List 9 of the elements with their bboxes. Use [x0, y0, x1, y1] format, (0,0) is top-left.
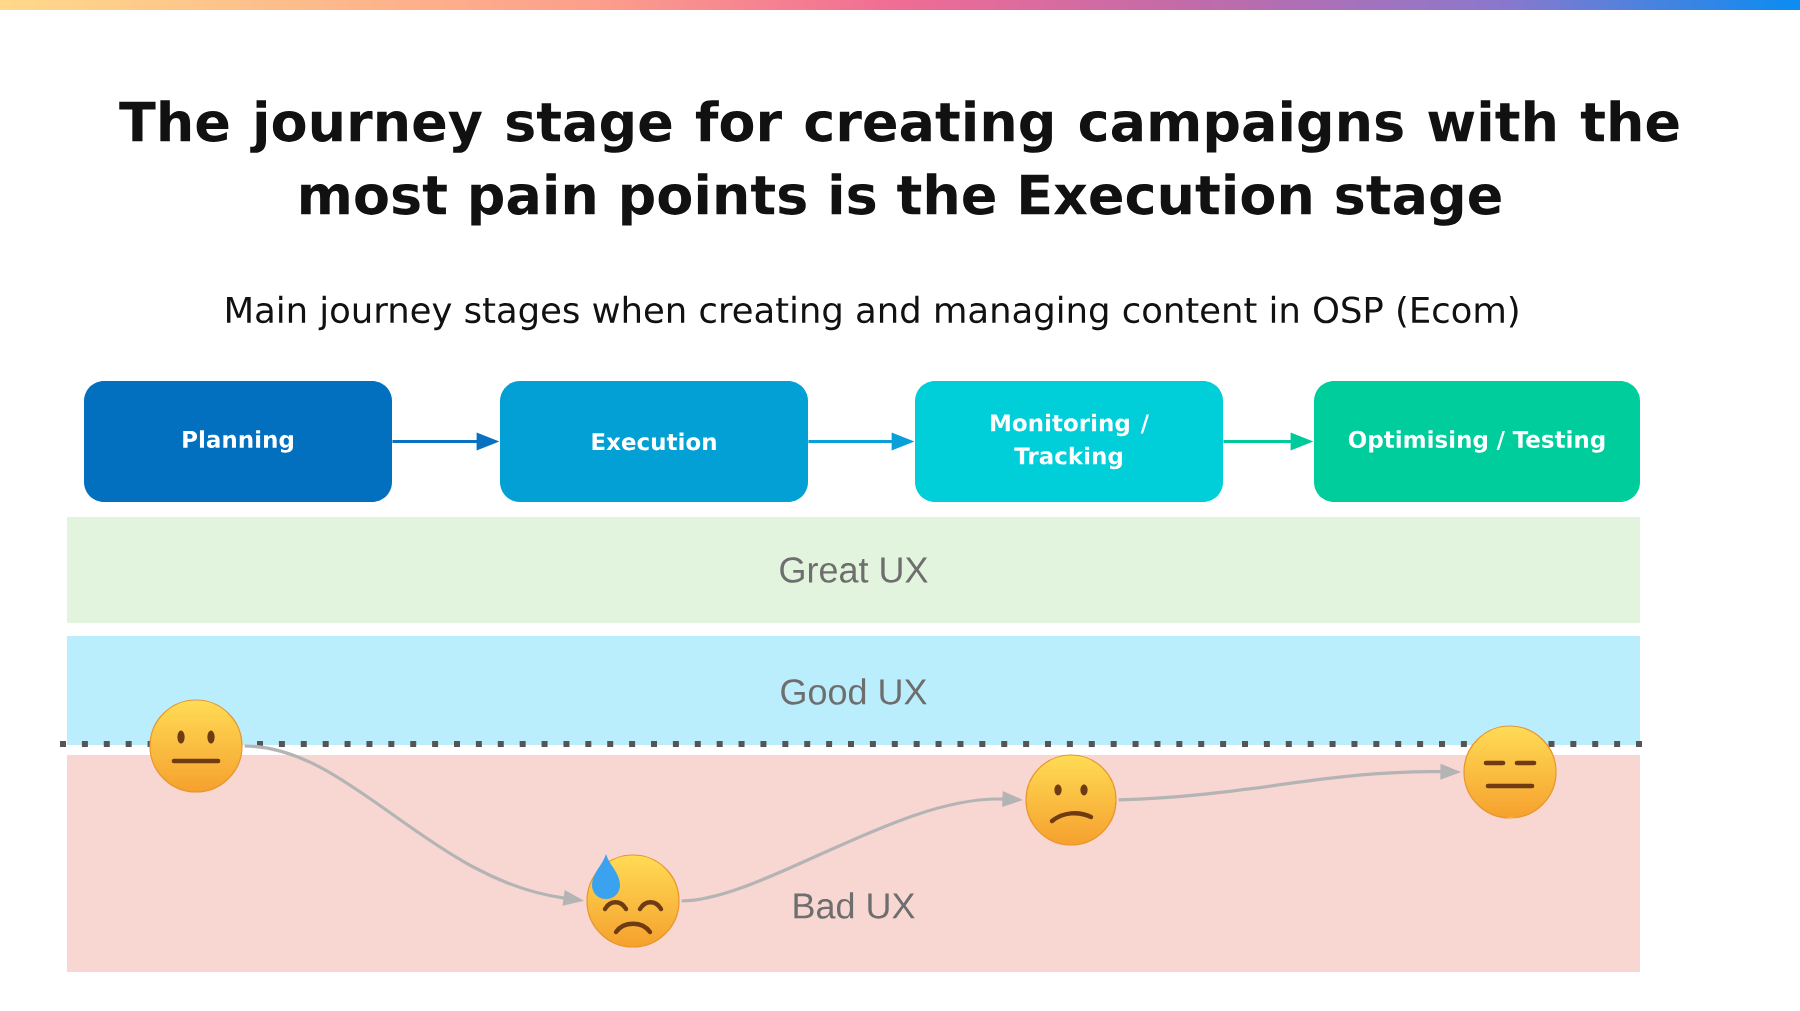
subtitle: Main journey stages when creating and managing content in OSP (Ecom): [227, 295, 1518, 331]
stage-box: Execution: [500, 381, 808, 502]
ux-band: Bad UX: [67, 755, 1640, 972]
stage-box: Planning: [84, 381, 392, 502]
stage-box: Monitoring / Tracking: [915, 381, 1223, 502]
ux-band: Great UX: [67, 517, 1640, 623]
ux-band: Good UX: [67, 636, 1640, 745]
title: The journey stage for creating campaigns with the most pain points is the Execution stage: [119, 100, 1679, 226]
stage-box: Optimising / Testing: [1314, 381, 1640, 502]
